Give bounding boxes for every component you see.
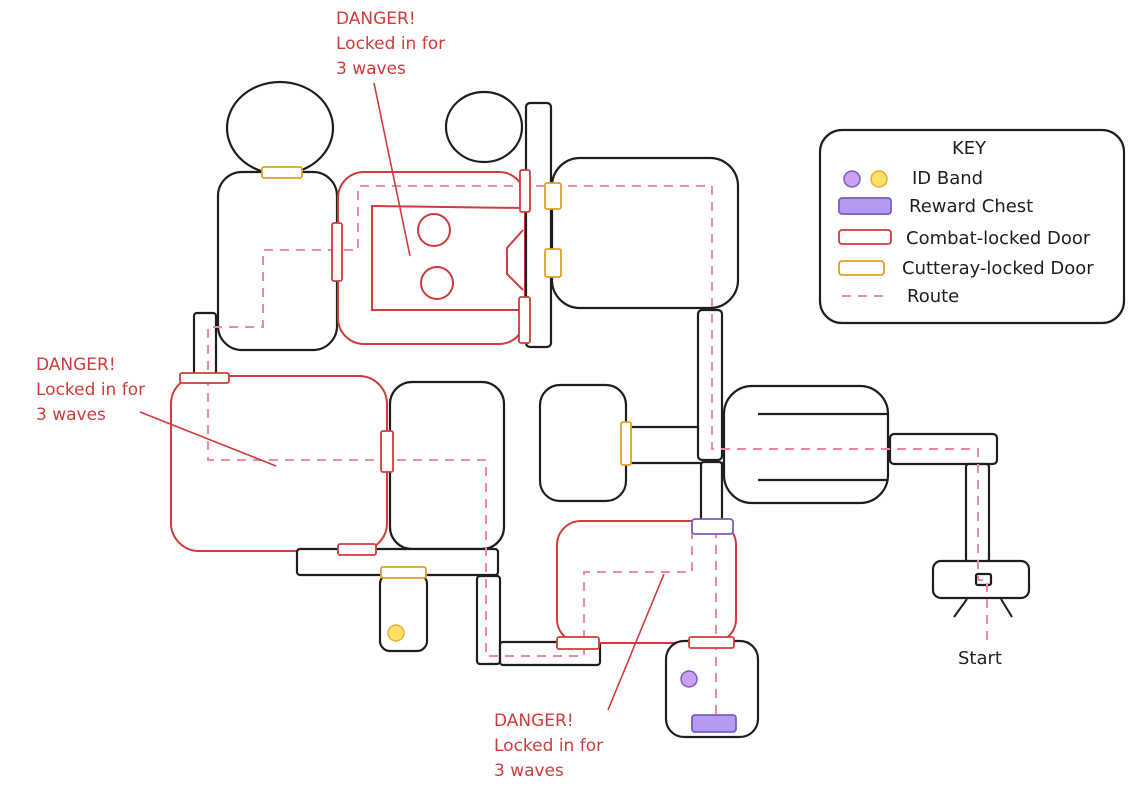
start-leg-left: [953, 598, 968, 618]
danger-note-top-line2: Locked in for: [336, 34, 445, 54]
key-title: KEY: [952, 138, 987, 159]
danger-note-bottom-title: DANGER!: [494, 711, 574, 731]
cutteray-door-key-icon: [838, 260, 885, 276]
key-label-id-band: ID Band: [912, 168, 983, 189]
room-left-upper: [216, 170, 339, 352]
combat-door-bottom-right: [688, 636, 735, 649]
arena-pillar-2: [420, 266, 454, 300]
combat-door-left-right: [380, 430, 394, 473]
danger-note-left-line2: Locked in for: [36, 380, 145, 400]
room-large-right: [722, 384, 890, 505]
danger-pointer-top: [373, 82, 411, 257]
id-band-yellow-icon: [387, 624, 405, 642]
map-key: KEY ID Band Reward Chest Combat-locked D…: [818, 128, 1126, 325]
key-label-cutteray-door: Cutteray-locked Door: [902, 258, 1094, 279]
corridor-right-vertical: [696, 308, 724, 462]
combat-door-top-left: [331, 222, 343, 282]
arena-inner-frame: [371, 204, 524, 311]
corridor-vertical-lower: [475, 574, 502, 666]
corridor-lower-center-vertical: [699, 460, 724, 528]
small-room-lower-left: [378, 572, 429, 653]
reward-chest-key-icon: [838, 197, 892, 215]
danger-note-left-line3: 3 waves: [36, 405, 106, 425]
combat-door-key-icon: [838, 229, 892, 245]
combat-door-bottom-left: [556, 636, 600, 650]
danger-pointer-bottom: [607, 573, 665, 711]
combat-room-left: [170, 375, 388, 552]
combat-door-top-right-upper: [519, 169, 531, 213]
start-platform-inner: [974, 572, 993, 587]
start-label: Start: [958, 648, 1002, 669]
round-room-top-middle: [444, 90, 524, 164]
corridor-left-vertical: [192, 311, 218, 383]
combat-door-left-bottom: [337, 543, 377, 556]
id-band-purple-icon: [680, 670, 698, 688]
danger-note-top-title: DANGER!: [336, 9, 416, 29]
room-top-right: [550, 156, 740, 310]
cutteray-door-right-lower: [544, 248, 562, 278]
corridor-right-horizontal: [888, 432, 999, 466]
id-band-icon: [843, 170, 861, 188]
combat-door-top-right-lower: [518, 296, 531, 344]
cutteray-door-lower-left: [380, 566, 427, 579]
danger-pointer-left: [139, 411, 277, 467]
reward-chest-icon: [691, 714, 737, 733]
arena-inner-wedge: [506, 229, 524, 291]
danger-note-left-title: DANGER!: [36, 355, 116, 375]
cutteray-door-top-left: [261, 166, 303, 179]
arena-pillar-1: [417, 213, 451, 247]
combat-room-top: [337, 171, 526, 345]
danger-note-bottom-line3: 3 waves: [494, 761, 564, 781]
route-path: [207, 185, 988, 716]
room-center-small: [538, 383, 628, 503]
danger-note-top-line3: 3 waves: [336, 59, 406, 79]
key-panel: [818, 128, 1126, 325]
combat-room-bottom: [556, 520, 737, 644]
key-label-combat-door: Combat-locked Door: [906, 228, 1091, 249]
danger-note-bottom-line2: Locked in for: [494, 736, 603, 756]
combat-door-left-top: [179, 372, 230, 384]
start-leg-right: [1000, 598, 1013, 618]
cutteray-door-right-upper: [544, 182, 562, 210]
cutteray-door-center: [620, 421, 632, 466]
key-label-route: Route: [907, 286, 959, 307]
combat-door-bottom-top: [691, 518, 734, 535]
key-label-reward-chest: Reward Chest: [909, 196, 1033, 217]
round-room-top-left: [225, 80, 335, 176]
id-band-yellow-key-icon: [870, 170, 888, 188]
